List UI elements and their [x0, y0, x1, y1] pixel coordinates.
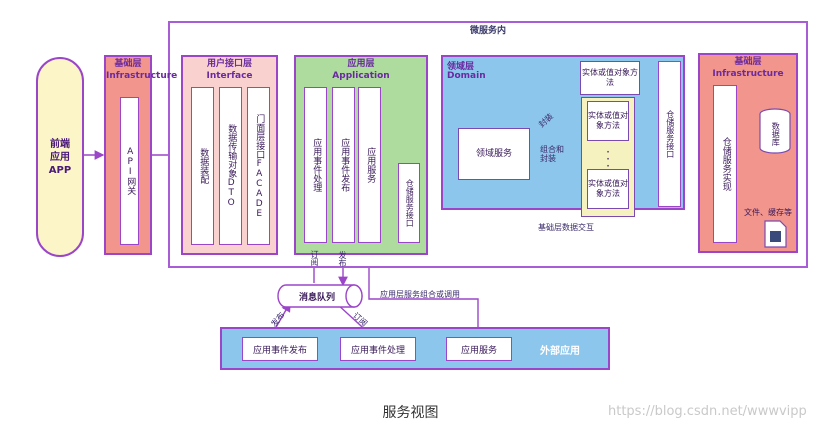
infra-left-subtitle: Infrastructure [106, 71, 178, 81]
external-apps-panel: 应用事件发布 应用事件处理 应用服务 外部应用 [220, 327, 610, 370]
domain-repo-interface-box: 仓储服务接口 [658, 61, 681, 207]
message-queue-label: 消息队列 [298, 293, 335, 303]
microservice-title: 微服务内 [469, 26, 506, 36]
label-combine-encapsulate: 组合和封装 [540, 145, 564, 164]
interface-subtitle: Interface [206, 71, 253, 81]
database-icon [759, 108, 791, 154]
ext-event-handle-box: 应用事件处理 [340, 337, 416, 361]
app-lane-event-handling: 应用事件处理 [304, 87, 327, 243]
interface-lane-dto: 数据传输对象DTO [219, 87, 242, 245]
entity-method-top: 实体或值对象方法 [580, 61, 640, 95]
domain-subtitle: Domain [447, 71, 486, 81]
infra-right-subtitle: Infrastructure [712, 69, 784, 79]
interface-lane-facade: 门面层接口FACADE [247, 87, 270, 245]
label-publish-up: 发布 [338, 251, 347, 267]
database-label: 数据库 [771, 122, 781, 146]
infra-left-panel: 基础层 Infrastructure API网关 [104, 55, 178, 255]
app-lane-service: 应用服务 [358, 87, 381, 243]
interface-title: 用户接口层 [206, 59, 252, 69]
label-app-service-combine: 应用层服务组合或调用 [380, 290, 460, 299]
infra-left-title: 基础层 [114, 59, 142, 69]
application-title: 应用层 [347, 59, 375, 69]
domain-panel: 领域层 Domain 领域服务 实体或值对象方法 实体或值对象方法 · · · … [441, 55, 685, 217]
external-apps-title: 外部应用 [540, 346, 580, 357]
interface-lane-assembly: 数据装配 [191, 87, 214, 245]
repo-impl-box: 仓储服务实现 [713, 85, 737, 243]
domain-title: 领域层 [447, 62, 475, 72]
file-icon [764, 220, 787, 248]
frontend-app-node: 前端 应用 APP [36, 57, 84, 257]
app-repo-interface-box: 仓储服务接口 [398, 163, 420, 243]
ext-service-box: 应用服务 [446, 337, 512, 361]
arrow-app-service-to-ext-service [368, 243, 483, 338]
application-subtitle: Application [332, 71, 390, 81]
ext-event-publish-box: 应用事件发布 [242, 337, 318, 361]
infra-right-title: 基础层 [734, 57, 762, 67]
watermark-text: https://blog.csdn.net/wwwvipp [608, 404, 807, 419]
infra-right-panel: 基础层 Infrastructure 仓储服务实现 数据库 文件、缓存等 [698, 53, 798, 253]
entity-method-a: 实体或值对象方法 [587, 101, 629, 141]
file-cache-label: 文件、缓存等 [744, 208, 792, 217]
label-infra-data-interaction: 基础层数据交互 [538, 223, 594, 232]
app-lane-event-publish: 应用事件发布 [332, 87, 355, 243]
entity-method-b: 实体或值对象方法 [587, 169, 629, 209]
label-subscribe-up: 订阅 [310, 250, 319, 266]
label-encapsulate: 封装 [537, 111, 555, 130]
domain-service-box: 领域服务 [458, 128, 530, 180]
frontend-label: 前端 应用 APP [48, 138, 72, 176]
entity-ellipsis: · · · [606, 145, 610, 174]
interface-panel: 用户接口层 Interface 数据装配 数据传输对象DTO 门面层接口FACA… [181, 55, 278, 255]
application-panel: 应用层 Application 应用事件处理 应用事件发布 应用服务 仓储服务接… [294, 55, 428, 255]
api-gateway-box: API网关 [120, 97, 139, 245]
diagram-caption: 服务视图 [382, 405, 439, 421]
